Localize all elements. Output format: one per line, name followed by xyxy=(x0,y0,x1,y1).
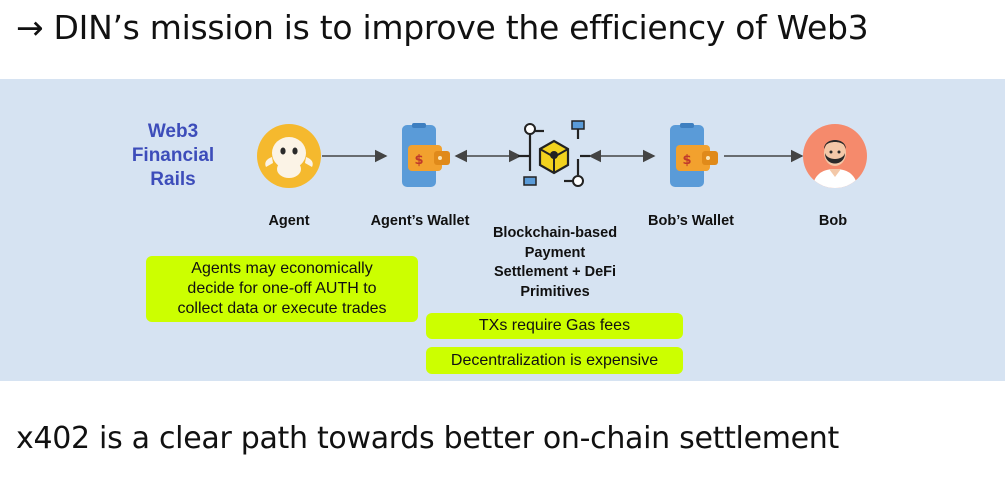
agents-note: Agents may economically decide for one-o… xyxy=(146,256,418,322)
gas-fee-note: TXs require Gas fees xyxy=(426,313,683,339)
connector-lines xyxy=(322,149,804,163)
robot-agent-icon xyxy=(257,124,321,188)
diagram-panel: Web3 Financial Rails $ xyxy=(0,79,1005,381)
svg-text:$: $ xyxy=(414,153,423,168)
bob-wallet-label: Bob’s Wallet xyxy=(648,213,734,229)
bob-label: Bob xyxy=(818,213,848,229)
web3-rails-label: Web3 Financial Rails xyxy=(131,121,215,190)
blockchain-icon xyxy=(518,120,590,187)
agent-wallet-label: Agent’s Wallet xyxy=(370,213,470,229)
wallet-icon: $ xyxy=(402,123,450,187)
blockchain-settlement-label: Blockchain-based Payment Settlement + De… xyxy=(492,225,618,300)
page-title: → DIN’s mission is to improve the effici… xyxy=(16,8,869,47)
decentralization-note: Decentralization is expensive xyxy=(426,347,683,374)
bob-avatar-icon xyxy=(803,124,867,188)
wallet-icon: $ xyxy=(670,123,718,187)
svg-text:$: $ xyxy=(682,153,691,168)
agent-label: Agent xyxy=(268,213,310,229)
bottom-title: x402 is a clear path towards better on-c… xyxy=(16,421,839,456)
